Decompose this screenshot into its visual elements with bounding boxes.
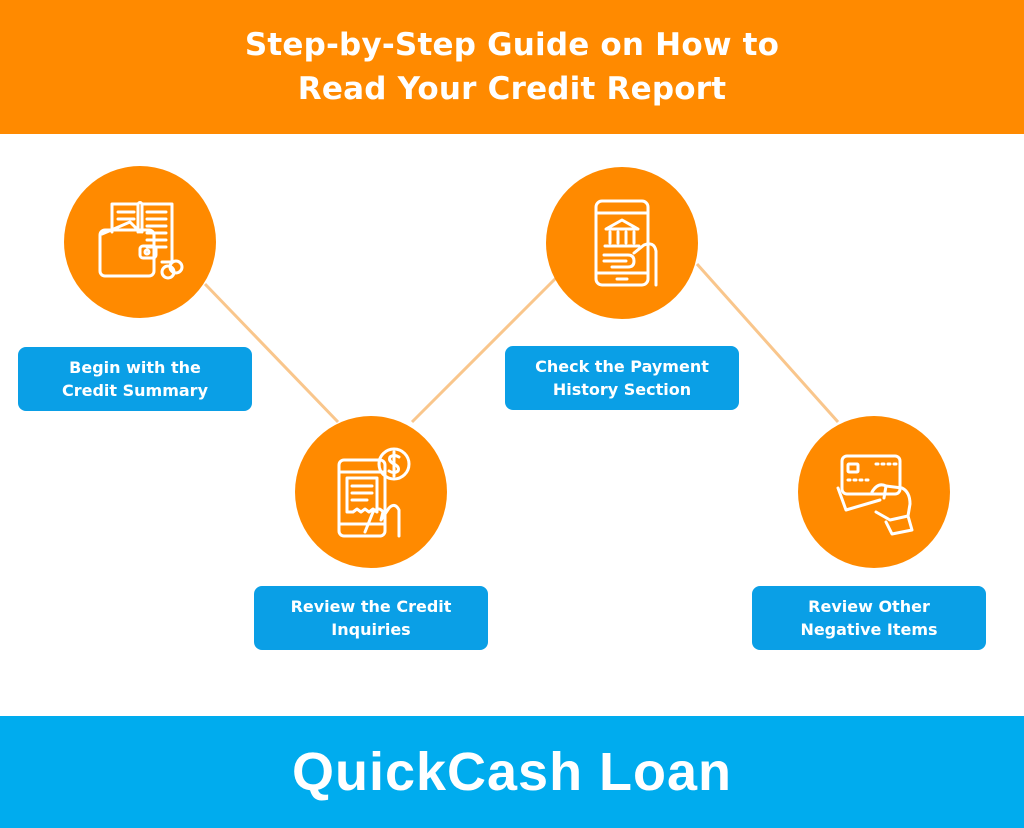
- step-2-circle: [295, 416, 447, 568]
- step-3-label: Check the Payment History Section: [505, 346, 739, 410]
- connector-3-4: [695, 263, 840, 423]
- phone-receipt-dollar-icon: [337, 447, 411, 538]
- step-1-circle: [64, 166, 216, 318]
- phone-bank-icon: [594, 199, 658, 287]
- header-banner: Step-by-Step Guide on How to Read Your C…: [0, 0, 1024, 134]
- step-4-label-line-2: Negative Items: [800, 620, 938, 639]
- step-1-label-line-1: Begin with the: [69, 358, 201, 377]
- page-title: Step-by-Step Guide on How to Read Your C…: [245, 23, 779, 111]
- brand-name: QuickCash Loan: [291, 742, 733, 802]
- steps-diagram: Begin with the Credit Summary Review the…: [0, 134, 1024, 716]
- connector-lines: [203, 263, 840, 424]
- step-3-label-line-2: History Section: [552, 380, 692, 399]
- footer-banner: QuickCash Loan: [0, 716, 1024, 828]
- step-2-label-line-1: Review the Credit: [290, 597, 452, 616]
- step-3-circle: [546, 167, 698, 319]
- connector-2-3: [410, 276, 558, 424]
- step-1-label-line-2: Credit Summary: [61, 381, 208, 400]
- step-4-label: Review Other Negative Items: [752, 586, 986, 650]
- page-title-line-2: Read Your Credit Report: [297, 71, 727, 107]
- hand-credit-card-icon: [836, 454, 914, 536]
- connector-1-2: [203, 282, 340, 424]
- step-2-label: Review the Credit Inquiries: [254, 586, 488, 650]
- step-2-label-line-2: Inquiries: [331, 620, 411, 639]
- page-title-line-1: Step-by-Step Guide on How to: [244, 27, 780, 63]
- wallet-notebook-icon: [98, 201, 184, 280]
- step-3-label-line-1: Check the Payment: [535, 357, 709, 376]
- step-4-circle: [798, 416, 950, 568]
- step-4-label-line-1: Review Other: [808, 597, 930, 616]
- step-1-label: Begin with the Credit Summary: [18, 347, 252, 411]
